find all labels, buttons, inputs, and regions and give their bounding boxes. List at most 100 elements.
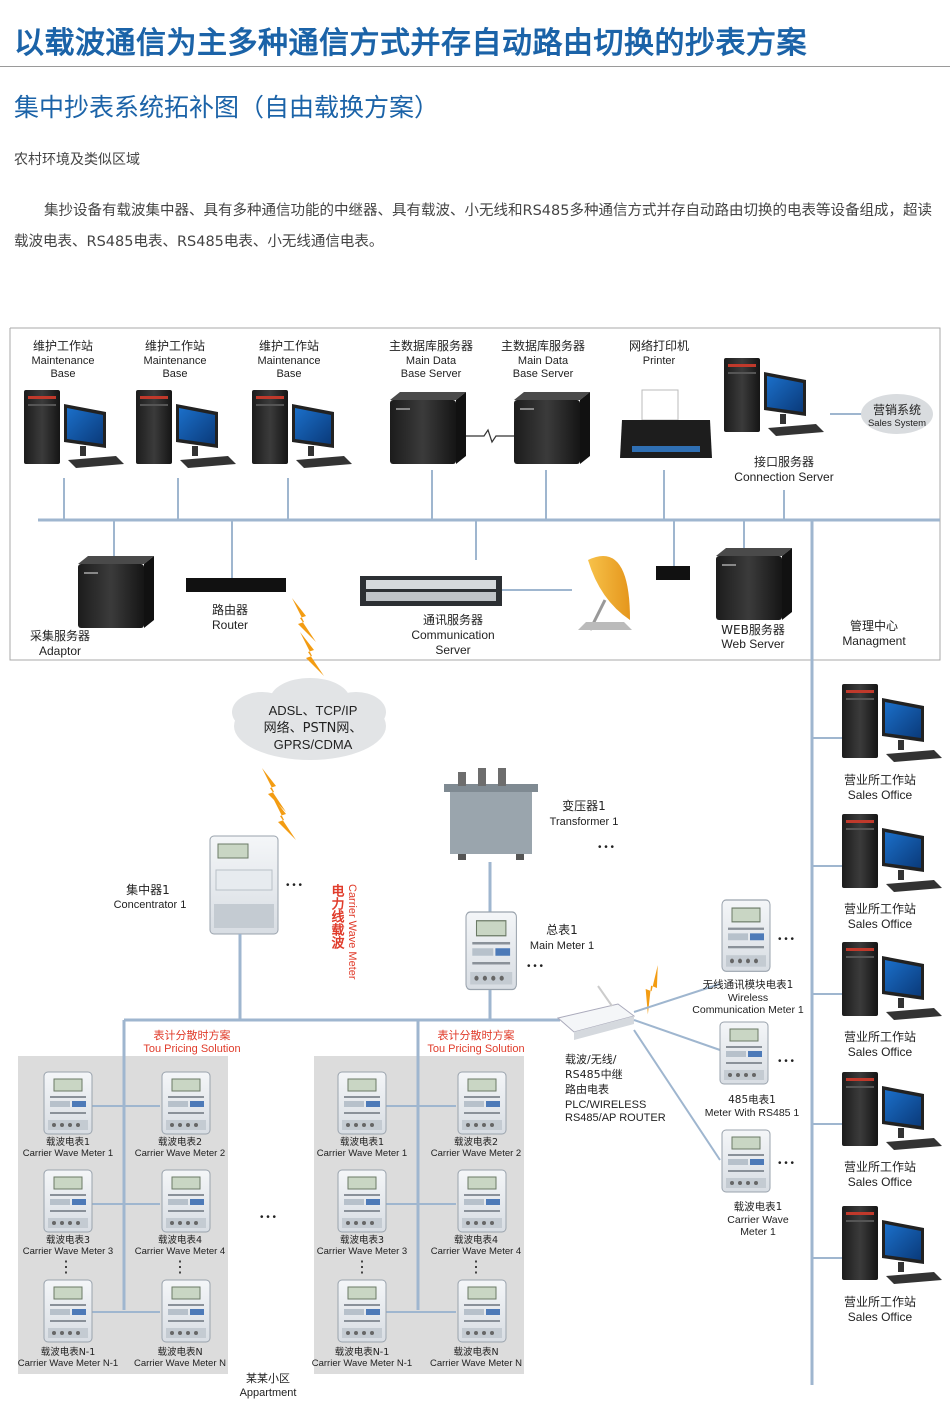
tou1-cn: 表计分散时方案 [154,1028,231,1042]
carrierR-en1: Carrier Wave [727,1214,789,1226]
so1-en: Sales Office [848,788,913,802]
carrierR-cn: 载波电表1 [734,1200,783,1213]
powerline-en: Carrier Wave Meter [346,884,358,980]
web-en: Web Server [721,637,784,651]
sales-office-5[interactable] [842,1206,942,1284]
switch-device[interactable] [656,566,690,580]
a1m4-en: Carrier Wave Meter 4 [135,1246,225,1257]
comm-en2: Server [435,643,470,657]
lightning-top [292,598,324,676]
sales-office-3[interactable] [842,942,942,1020]
router-l1: 载波/无线/ [565,1052,617,1066]
so5-en: Sales Office [848,1310,913,1324]
web-cn: WEB服务器 [721,622,785,637]
workstation-1[interactable] [24,390,124,468]
router-cn: 路由器 [212,602,248,617]
region-label: 农村环境及类似区域 [14,152,140,168]
workstation-2[interactable] [136,390,236,468]
a1m5-en: Carrier Wave Meter N-1 [18,1358,118,1369]
rs485-ellipsis: • • • [778,1056,795,1067]
a2m1-en: Carrier Wave Meter 1 [317,1148,407,1159]
connection-server[interactable] [724,358,824,436]
tou2-cn: 表计分散时方案 [438,1028,515,1042]
network-cloud [232,678,386,760]
workstation-3[interactable] [252,390,352,468]
wireless-en1: Wireless [728,992,768,1004]
rs485-meter-1[interactable] [719,1021,769,1085]
router-links [633,983,721,1161]
web-server[interactable] [716,548,792,620]
sales-office-1[interactable] [842,684,942,762]
printer-en: Printer [643,355,676,367]
carrierR-ellipsis: • • • [778,1158,795,1169]
ws1-en1: Maintenance [32,355,95,367]
main-meter-1[interactable] [465,911,518,991]
rs485-cn: 485电表1 [728,1093,776,1106]
lightning-bottom [262,768,296,840]
a1m4-cn: 载波电表4 [158,1234,202,1246]
satellite-dish [578,556,632,631]
router-device[interactable] [186,578,286,592]
a1m6-cn: 载波电表N [157,1346,202,1358]
a2m4-en: Carrier Wave Meter 4 [431,1246,521,1257]
ws1-cn: 维护工作站 [33,339,93,353]
carrier-meter-right[interactable] [721,1129,771,1193]
concentrator-1[interactable] [209,835,279,935]
ws2-en1: Maintenance [144,355,207,367]
a2m2-cn: 载波电表2 [454,1136,498,1148]
page-subtitle: 集中抄表系统拓补图（自由载换方案） [14,93,440,122]
a2-vdots-r: ⋮ [468,1259,484,1276]
sales-office-2[interactable] [842,814,942,892]
a2m3-cn: 载波电表3 [340,1234,384,1246]
apartment-en: Appartment [240,1387,297,1399]
sales-system-bubble[interactable] [861,394,933,434]
router-l4: PLC/WIRELESS [565,1099,646,1111]
plc-router[interactable] [556,985,636,1040]
conn-cn: 接口服务器 [754,454,814,469]
db-sync-link [466,428,514,444]
so4-en: Sales Office [848,1175,913,1189]
db-server-1[interactable] [390,392,466,464]
adaptor-cn: 采集服务器 [30,628,90,643]
db2-en2: Base Server [513,368,574,380]
transformer-1 [444,768,538,860]
db-server-2[interactable] [514,392,590,464]
a2m5-cn: 载波电表N-1 [335,1346,390,1358]
apartment-block-1 [18,1020,228,1374]
communication-server[interactable] [360,576,502,606]
db2-en1: Main Data [518,355,569,367]
conn-en: Connection Server [734,470,833,484]
a2-vdots-l: ⋮ [354,1259,370,1276]
mgmt-en: Managment [842,634,906,648]
printer[interactable] [620,389,712,458]
a2m1-cn: 载波电表1 [340,1136,384,1148]
sales-en: Sales System [868,418,926,429]
server-room-frame [9,327,941,661]
mainmeter-ellipsis: • • • [527,961,544,972]
apartment-cn: 某某小区 [246,1372,290,1385]
ws2-en2: Base [162,368,187,380]
a2m2-en: Carrier Wave Meter 2 [431,1148,521,1159]
a1m3-cn: 载波电表3 [46,1234,90,1246]
transformer-en: Transformer 1 [550,816,619,828]
adaptor-server[interactable] [78,556,154,628]
conc-ellipsis: • • • [286,880,303,891]
adaptor-en: Adaptor [39,644,81,658]
sales-office-4[interactable] [842,1072,942,1150]
conc-cn: 集中器1 [126,882,170,897]
apartment-block-2 [314,1020,524,1374]
router-l3: 路由电表 [565,1082,609,1096]
a1-vdots-r: ⋮ [172,1259,188,1276]
wireless-meter-1[interactable] [721,899,771,972]
router-l2: RS485中继 [565,1068,623,1081]
between-blocks-ellipsis: • • • [260,1212,277,1223]
sales-office-links [812,737,842,1259]
a1m3-en: Carrier Wave Meter 3 [23,1246,113,1257]
ws1-en2: Base [50,368,75,380]
db1-cn: 主数据库服务器 [389,338,473,353]
ws3-en1: Maintenance [258,355,321,367]
tou2-en: Tou Pricing Solution [427,1043,524,1055]
so5-cn: 营业所工作站 [844,1295,916,1309]
ws3-en2: Base [276,368,301,380]
